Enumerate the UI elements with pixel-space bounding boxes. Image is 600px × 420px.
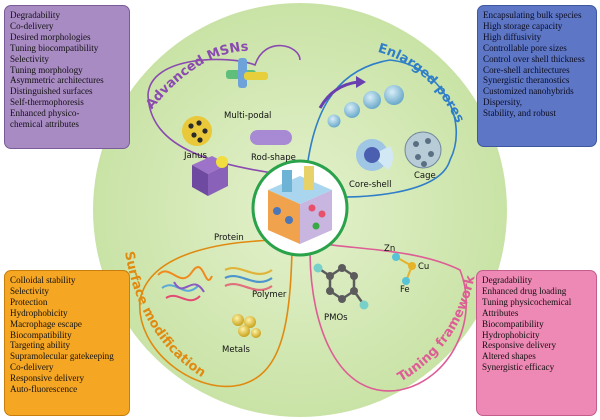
- list-item: Selectivity: [10, 53, 49, 64]
- list-item: Auto-fluorescence: [10, 384, 78, 395]
- label-protein: Protein: [214, 233, 244, 243]
- list-item: Synergistic efficacy: [482, 362, 555, 373]
- growth-arrow-icon: [318, 80, 359, 109]
- label-pmos: PMOs: [324, 313, 348, 323]
- multipodal-icon: [226, 58, 268, 88]
- list-item: Customized nanohybrids: [483, 86, 574, 97]
- list-item: Biocompatibility: [482, 318, 544, 329]
- list-item: Encapsulating bulk species: [483, 10, 582, 20]
- list-item: Core-shell architectures: [483, 64, 570, 75]
- label-fe: Fe: [400, 285, 410, 295]
- label-janus: Janus: [183, 151, 207, 161]
- porous-cube-icon: [192, 156, 228, 196]
- pore-spheres-icon: [327, 85, 404, 128]
- list-item: Self-thermophoresis: [10, 97, 84, 108]
- list-item: High storage capacity: [483, 20, 563, 31]
- metal-ions-icon: [392, 253, 416, 285]
- list-item: Asymmetric architectures: [10, 75, 104, 86]
- list-item: Responsive delivery: [10, 373, 84, 384]
- list-item: Controllable pore sizes: [483, 42, 567, 53]
- list-item: Co-delivery: [10, 20, 54, 31]
- list-item: Biocompatibility: [10, 329, 72, 340]
- panel-bottom-right-list: Degradability Enhanced drug loading Tuni…: [482, 275, 591, 373]
- list-item: Tuning biocompatibility: [10, 42, 99, 53]
- pmo-atoms: [313, 263, 369, 310]
- advanced-petal: [147, 44, 301, 177]
- label-multipodal: Multi-podal: [224, 111, 271, 121]
- list-item: Tuning physicochemical: [482, 296, 572, 307]
- center-porous-block-icon: [268, 166, 332, 244]
- metals-icon: [232, 314, 261, 338]
- panel-top-left: Degradability Co-delivery Desired morpho…: [4, 5, 130, 149]
- list-item: Degradability: [482, 275, 532, 285]
- list-item: Macrophage escape: [10, 318, 82, 329]
- label-rod: Rod-shape: [251, 153, 296, 163]
- list-item: Tuning morphology: [10, 64, 83, 75]
- list-item: Degradability: [10, 10, 60, 20]
- label-zn: Zn: [384, 244, 395, 254]
- list-item: Co-delivery: [10, 362, 54, 373]
- cage-icon: [404, 131, 442, 169]
- label-cu: Cu: [418, 262, 429, 272]
- panel-bottom-right: Degradability Enhanced drug loading Tuni…: [476, 270, 597, 416]
- list-item: Synergistic theranostics: [483, 75, 570, 86]
- list-item: High diffusivity: [483, 31, 542, 42]
- label-coreshell: Core-shell: [349, 180, 392, 190]
- enlarged-petal: [305, 59, 458, 198]
- label-polymer: Polymer: [252, 290, 287, 300]
- list-item: Dispersity,: [483, 97, 523, 108]
- list-item: Selectivity: [10, 285, 49, 296]
- list-item: Control over shell thickness: [483, 53, 585, 64]
- list-item: Enhanced physico-: [10, 108, 80, 119]
- polymer-icon: [224, 267, 273, 292]
- rod-shape-icon: [250, 130, 292, 145]
- list-item: Supramolecular gatekeeping: [10, 351, 114, 362]
- core-shell-icon: [356, 139, 394, 171]
- list-item: chemical attributes: [10, 119, 79, 130]
- list-item: Altered shapes: [482, 351, 536, 362]
- list-item: Hydrophobicity: [10, 307, 68, 318]
- panel-top-right-list: Encapsulating bulk species High storage …: [483, 10, 591, 119]
- panel-top-left-list: Degradability Co-delivery Desired morpho…: [10, 10, 124, 130]
- list-item: Desired morphologies: [10, 31, 91, 42]
- list-item: Colloidal stability: [10, 275, 76, 285]
- label-metals: Metals: [222, 345, 250, 355]
- list-item: Protection: [10, 296, 48, 307]
- list-item: Enhanced drug loading: [482, 285, 567, 296]
- panel-bottom-left-list: Colloidal stability Selectivity Protecti…: [10, 275, 124, 395]
- list-item: Responsive delivery: [482, 340, 556, 351]
- list-item: Targeting ability: [10, 340, 71, 351]
- list-item: Hydrophobicity: [482, 329, 540, 340]
- janus-icon: [182, 116, 212, 146]
- protein-icon: [157, 266, 213, 302]
- list-item: Distinguished surfaces: [10, 86, 93, 97]
- label-cage: Cage: [414, 171, 436, 181]
- tuning-petal: [309, 239, 468, 392]
- panel-top-right: Encapsulating bulk species High storage …: [477, 5, 597, 147]
- panel-bottom-left: Colloidal stability Selectivity Protecti…: [4, 270, 130, 416]
- list-item: Attributes: [482, 307, 519, 318]
- surface-petal: [139, 239, 293, 388]
- list-item: Stability, and robust: [483, 108, 556, 119]
